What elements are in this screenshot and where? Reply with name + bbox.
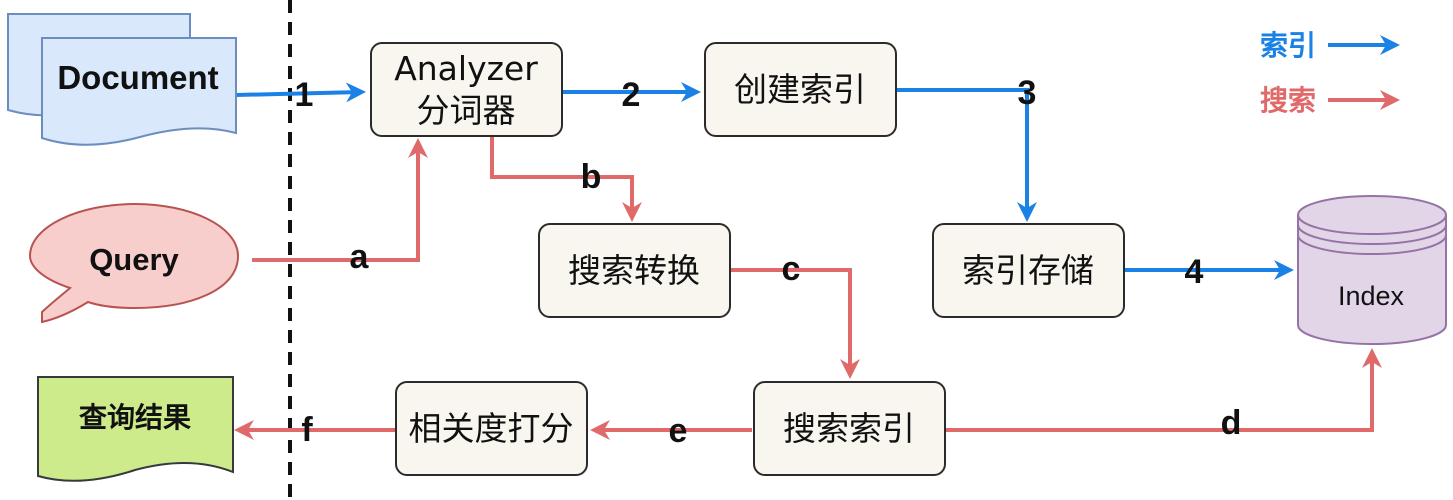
analyzer-node: Analyzer 分词器 [370, 42, 563, 137]
relevance-scoring-label: 相关度打分 [409, 409, 574, 448]
legend: 索引 搜索 [1260, 29, 1400, 117]
query-result-node: 查询结果 [37, 376, 234, 482]
create-index-label: 创建索引 [734, 70, 866, 109]
edge-label-1: 1 [295, 76, 314, 114]
edge-label-4: 4 [1185, 253, 1204, 291]
index-storage-label: 索引存储 [962, 251, 1094, 290]
edge-labels: 1 2 3 4 a b c d e f [295, 74, 1242, 450]
edge-label-c: c [782, 250, 801, 288]
index-storage-node: 索引存储 [932, 223, 1125, 318]
edge-document-to-analyzer [235, 82, 366, 103]
search-index-label: 搜索索引 [783, 409, 915, 448]
index-database-node: Index [1297, 195, 1447, 345]
edge-search-index-to-index [946, 348, 1382, 432]
edge-label-f: f [301, 411, 313, 449]
edge-search-transform-to-search-index [730, 268, 860, 379]
query-result-label: 查询结果 [79, 401, 191, 434]
edge-label-d: d [1221, 404, 1242, 442]
search-transform-node: 搜索转换 [538, 223, 731, 318]
edge-label-e: e [669, 412, 688, 450]
analyzer-label-line2: 分词器 [417, 91, 516, 130]
create-index-node: 创建索引 [704, 42, 897, 137]
edge-create-index-to-storage [896, 88, 1037, 222]
document-node: Document [7, 13, 237, 146]
search-index-node: 搜索索引 [753, 381, 946, 476]
legend-index-label: 索引 [1260, 29, 1316, 62]
edge-analyzer-to-search-transform [490, 136, 642, 222]
search-transform-label: 搜索转换 [568, 251, 700, 290]
legend-search-label: 搜索 [1260, 84, 1316, 117]
edge-label-a: a [350, 238, 370, 276]
edge-label-2: 2 [622, 76, 641, 114]
query-label: Query [89, 242, 179, 277]
analyzer-label-line1: Analyzer [394, 49, 538, 88]
edge-query-to-analyzer [252, 138, 428, 262]
edge-label-3: 3 [1018, 74, 1037, 112]
query-node: Query [28, 202, 240, 324]
index-database-label: Index [1338, 281, 1405, 311]
edge-label-b: b [581, 158, 602, 196]
relevance-scoring-node: 相关度打分 [395, 381, 588, 476]
document-label: Document [57, 59, 218, 96]
